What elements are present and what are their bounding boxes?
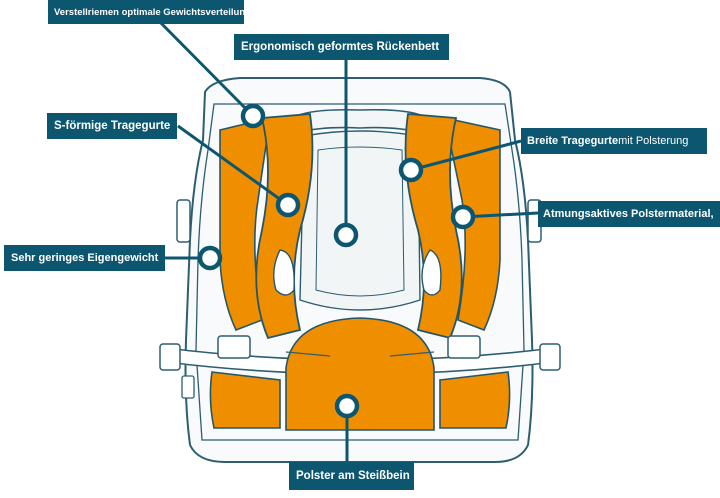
marker-back-bed <box>333 222 359 248</box>
back-bed <box>299 130 421 311</box>
left-strap-clip <box>217 335 251 359</box>
label-wide-straps: Breite Tragegurte mit Polsterung <box>521 128 707 154</box>
label-light-weight: Sehr geringes Eigengewicht <box>4 245 165 271</box>
bottom-right-padding <box>439 371 511 429</box>
leader-lines <box>152 14 539 462</box>
tailbone-padding <box>285 317 435 431</box>
marker-breathable <box>450 204 476 230</box>
backpack-inner-edge <box>195 103 525 441</box>
right-strap-hole <box>421 249 442 296</box>
marker-straps-adjust <box>240 103 266 129</box>
label-tailbone: Polster am Steißbein <box>289 462 414 490</box>
marker-tailbone <box>334 393 360 419</box>
left-shoulder-strap <box>255 113 314 340</box>
right-strap-clip <box>447 335 481 359</box>
left-strap-hole <box>273 249 295 296</box>
marker-s-straps <box>275 192 301 218</box>
label-straps-adjust: Verstellriemen optimale Gewichtsverteilu… <box>48 0 251 24</box>
bottom-left-padding <box>209 371 281 429</box>
marker-wide-straps <box>398 157 424 183</box>
marker-light-weight <box>197 245 223 271</box>
feature-markers <box>197 103 476 419</box>
left-belt-buckle <box>159 343 181 371</box>
left-side-clip <box>176 199 191 243</box>
label-s-straps: S-förmige Tragegurte <box>47 113 177 139</box>
left-lower-clip <box>181 375 195 399</box>
label-breathable: Atmungsaktives Polstermaterial, <box>538 201 720 227</box>
right-belt-buckle <box>539 343 561 371</box>
label-back-bed: Ergonomisch geformtes Rückenbett <box>234 34 449 60</box>
